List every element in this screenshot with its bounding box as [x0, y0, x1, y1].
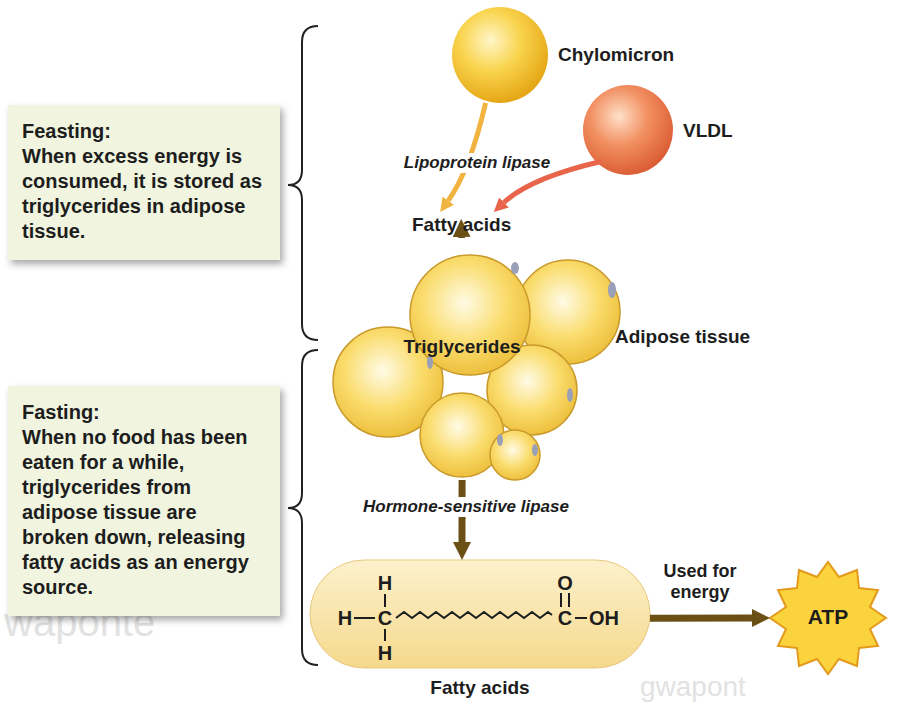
watermark: gwapont — [640, 672, 746, 703]
box-body: When no food has been eaten for a while,… — [22, 425, 266, 600]
adipose-tissue: TriglyceridesAdipose tissue — [325, 255, 625, 480]
molecule-name: Fatty acids — [430, 676, 529, 700]
fatty-acid-capsule — [310, 560, 650, 668]
atp-starburst — [770, 562, 886, 674]
cell-nuclei — [427, 262, 616, 456]
circle-label: VLDL — [683, 119, 733, 143]
atom-symbol: C — [378, 607, 392, 629]
fatty-acid-bonds — [354, 593, 587, 641]
atom-symbol: H — [338, 607, 352, 629]
enzyme-label: Lipoprotein lipase — [401, 153, 553, 173]
brace — [288, 26, 318, 340]
enzyme-label: Hormone-sensitive lipase — [360, 497, 572, 517]
molecule-name: Triglycerides — [403, 335, 520, 359]
circle-label: Chylomicron — [558, 43, 674, 67]
energy-label: ATP — [770, 605, 886, 629]
connector-arrow — [650, 615, 752, 622]
atp-burst: ATP — [770, 562, 886, 674]
lipoprotein-circle: VLDL — [583, 85, 673, 175]
adipose-cells — [333, 255, 620, 480]
enzyme-label: Used for energy — [649, 561, 751, 603]
note-box: Feasting:When excess energy is consumed,… — [8, 105, 280, 260]
lipoprotein-circle: Chylomicron — [452, 7, 548, 103]
chylomicron-sphere — [452, 7, 548, 103]
molecule-name: Fatty acids — [412, 213, 511, 237]
atom-symbol: O — [557, 572, 573, 594]
atom-symbol: H — [378, 642, 392, 664]
box-heading: Fasting: — [22, 400, 266, 425]
note-box: Fasting:When no food has been eaten for … — [8, 386, 280, 616]
atom-symbol: H — [378, 572, 392, 594]
atom-symbol: OH — [589, 607, 619, 629]
box-heading: Feasting: — [22, 119, 266, 144]
atom-symbol: C — [558, 607, 572, 629]
tissue-label: Adipose tissue — [615, 325, 750, 349]
box-body: When excess energy is consumed, it is st… — [22, 144, 266, 244]
connector-arrow — [448, 103, 485, 201]
molecule-label: Fatty acids — [408, 212, 515, 238]
